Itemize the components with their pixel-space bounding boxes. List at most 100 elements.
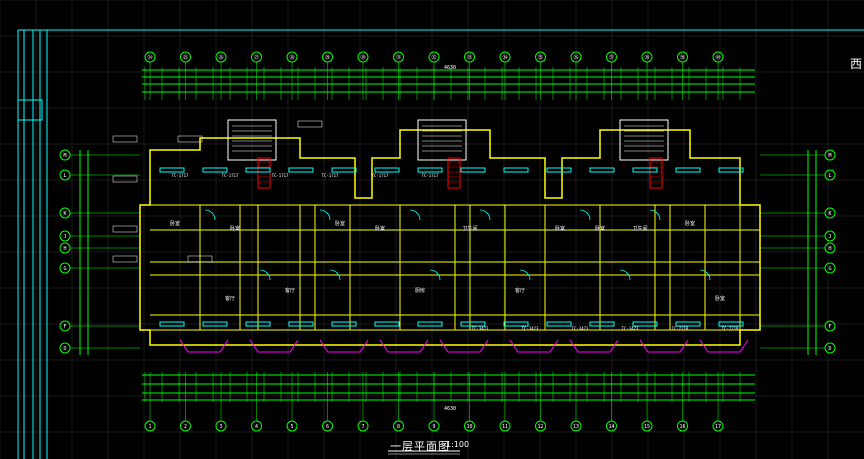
window-tag: TC-3423: [472, 326, 489, 331]
grid-bubble-bottom-label: 7: [361, 424, 364, 430]
window-tag: TC-2218: [722, 326, 739, 331]
stair-red-block: [649, 157, 663, 189]
grid-bubble-top-label: ㉝: [467, 54, 472, 61]
grid-bubble-right-label: D: [828, 346, 831, 352]
room-label: 卧室: [685, 220, 695, 227]
room-label: 卫生间: [632, 225, 647, 232]
window-tag: TC-1717: [222, 173, 239, 178]
grid-bubble-left-label: L: [63, 173, 66, 179]
grid-bubble-bottom-label: 16: [679, 424, 685, 430]
window-tag: TC-1717: [422, 173, 439, 178]
window-bottom: [589, 321, 615, 327]
grid-bubble-bottom-label: 17: [715, 424, 721, 430]
grid-bubble-bottom-label: 3: [219, 424, 222, 430]
door-swing: [649, 209, 661, 221]
window-top: [202, 167, 228, 173]
room-label: 客厅: [285, 287, 295, 294]
window-bottom: [546, 321, 572, 327]
annotation-box: [112, 135, 138, 143]
room-label: 卫生间: [462, 225, 477, 232]
grid-bubble-top-label: ㉘: [289, 54, 294, 61]
door-swing: [319, 209, 331, 221]
grid-bubble-right-label: F: [828, 324, 831, 330]
frame-title-cell: [17, 99, 43, 121]
grid-bubble-top-label: ㉗: [254, 54, 259, 61]
window-top: [546, 167, 572, 173]
window-tag: TC-1717: [372, 173, 389, 178]
grid-bubble-left-label: K: [63, 211, 66, 217]
window-bottom: [417, 321, 443, 327]
window-tag: TC-3423: [522, 326, 539, 331]
balcony-outline: [569, 339, 619, 353]
room-label: 卧室: [230, 225, 240, 232]
grid-bubble-right-label: J: [828, 234, 831, 240]
window-top: [245, 167, 271, 173]
door-swing: [519, 269, 531, 281]
annotation-box: [112, 225, 138, 233]
door-swing: [329, 269, 341, 281]
window-bottom: [460, 321, 486, 327]
grid-bubble-right-label: H: [828, 246, 831, 252]
window-bottom: [632, 321, 658, 327]
grid-bubble-bottom-label: 11: [502, 424, 508, 430]
corner-label: 西: [850, 57, 863, 71]
window-top: [503, 167, 529, 173]
window-top: [417, 167, 443, 173]
door-swing: [204, 209, 216, 221]
stair-red-block: [257, 157, 271, 189]
room-label: 卧室: [375, 225, 385, 232]
window-bottom: [503, 321, 529, 327]
grid-bubble-left-label: M: [63, 153, 66, 159]
grid-bubble-bottom-label: 13: [573, 424, 579, 430]
grid-bubble-bottom-label: 4: [255, 424, 258, 430]
grid-bubble-bottom-label: 14: [608, 424, 614, 430]
room-label: 卧室: [555, 225, 565, 232]
grid-bubble-top-label: ㉚: [360, 54, 365, 61]
window-bottom: [675, 321, 701, 327]
grid-bubble-bottom-label: 8: [397, 424, 400, 430]
window-top: [632, 167, 658, 173]
grid-bubble-top-label: ㊱: [573, 54, 578, 61]
window-bottom: [202, 321, 228, 327]
grid-bubble-right-label: L: [828, 173, 831, 179]
window-top: [159, 167, 185, 173]
grid-bubble-left-label: F: [63, 324, 66, 330]
door-swing: [409, 209, 421, 221]
grid-bubble-top-label: ㉖: [218, 54, 223, 61]
window-top: [589, 167, 615, 173]
balcony-outline: [699, 339, 749, 353]
balcony-outline: [439, 339, 489, 353]
window-bottom: [288, 321, 314, 327]
window-bottom: [331, 321, 357, 327]
window-bottom: [159, 321, 185, 327]
drawing-scale: 1:100: [446, 440, 470, 449]
stair-red-block: [447, 157, 461, 189]
grid-bubble-right-label: M: [828, 153, 831, 159]
grid-bubble-bottom-label: 5: [290, 424, 293, 430]
grid-bubble-left-label: H: [63, 246, 66, 252]
door-swing: [259, 269, 271, 281]
total-dimension-label-bottom: 4630: [444, 406, 456, 412]
room-label: 客厅: [225, 295, 235, 302]
grid-bubble-top-label: ㊵: [715, 54, 720, 61]
stairwell-frame: [417, 119, 467, 161]
room-label: 厨房: [415, 287, 425, 294]
grid-bubble-bottom-label: 12: [537, 424, 543, 430]
grid-bubble-top-label: ㊴: [680, 54, 685, 61]
grid-bubble-bottom-label: 10: [466, 424, 472, 430]
balcony-outline: [379, 339, 429, 353]
window-top: [374, 167, 400, 173]
window-bottom: [245, 321, 271, 327]
grid-bubble-bottom-label: 9: [432, 424, 435, 430]
annotation-box: [297, 120, 323, 128]
grid-bubble-top-label: ㊲: [609, 54, 614, 61]
stairwell-frame: [619, 119, 669, 161]
grid-bubble-right-label: G: [828, 266, 831, 272]
window-top: [288, 167, 314, 173]
grid-bubble-bottom-label: 15: [644, 424, 650, 430]
grid-bubble-bottom-label: 6: [326, 424, 329, 430]
window-top: [460, 167, 486, 173]
door-swing: [479, 209, 491, 221]
window-top: [331, 167, 357, 173]
